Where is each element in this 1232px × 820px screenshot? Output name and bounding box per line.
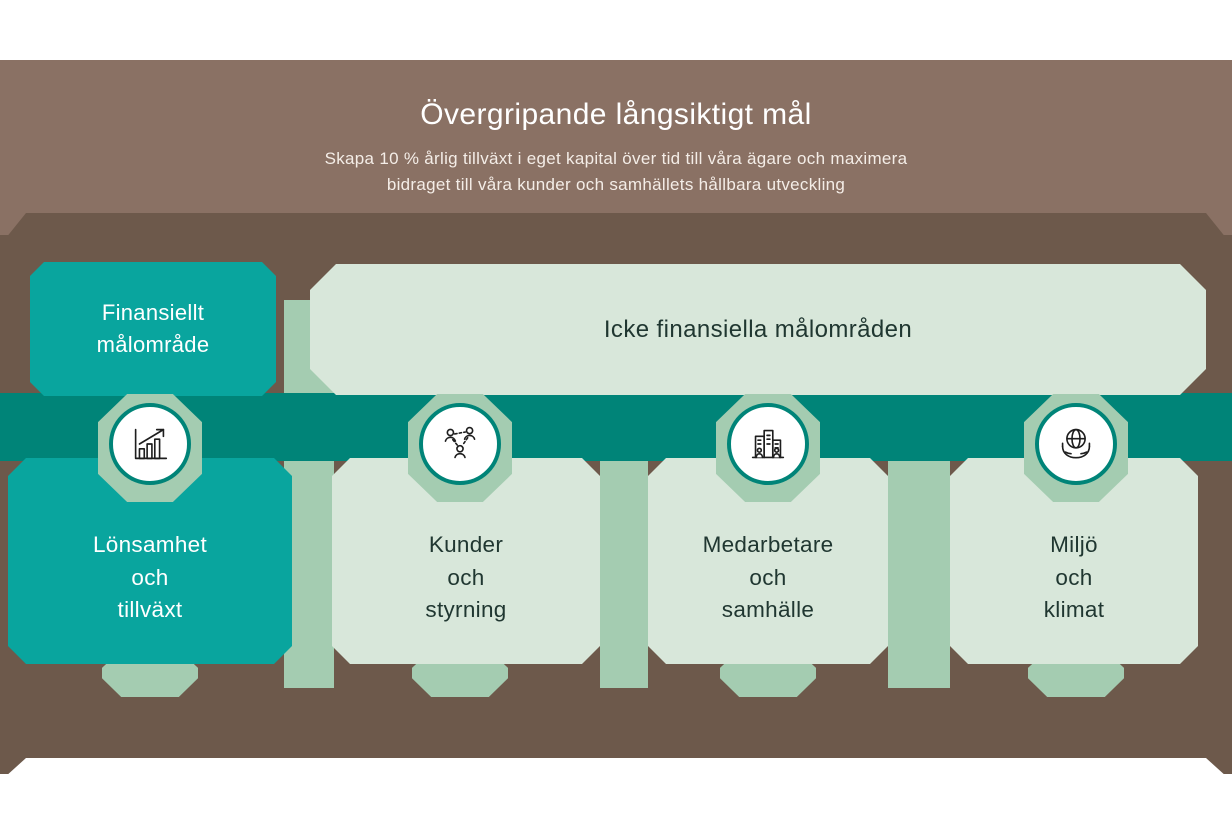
bar-chart-growth-icon xyxy=(134,428,168,460)
connector-strip-3 xyxy=(888,420,950,688)
connector-strip-2 xyxy=(600,420,648,688)
people-network-icon xyxy=(444,426,476,459)
card-title: Kunder och styrning xyxy=(425,532,507,623)
financial-section-label: Finansiellt målområde xyxy=(96,300,210,357)
page-subtitle: Skapa 10 % årlig tillväxt i eget kapital… xyxy=(324,149,908,195)
medallion-employees xyxy=(716,394,820,502)
card-title: Medarbetare och samhälle xyxy=(702,532,834,623)
medallion-environment xyxy=(1024,394,1128,502)
icon-circle xyxy=(727,403,809,485)
earth-in-hands-icon xyxy=(1061,428,1091,459)
icon-circle xyxy=(419,403,501,485)
buildings-community-icon xyxy=(751,429,785,459)
non-financial-section-label: Icke finansiella målområden xyxy=(603,315,913,343)
card-environment-climate: Miljö och klimat xyxy=(950,458,1198,664)
medallion-customers xyxy=(408,394,512,502)
non-financial-section-box: Icke finansiella målområden xyxy=(310,264,1206,395)
page-title: Övergripande långsiktigt mål xyxy=(420,98,812,131)
icon-circle xyxy=(109,403,191,485)
footer-wedge-right xyxy=(1206,758,1232,774)
header-band: Övergripande långsiktigt mål Skapa 10 % … xyxy=(0,60,1232,213)
medallion-financial xyxy=(98,394,202,502)
card-title: Miljö och klimat xyxy=(1043,532,1105,623)
icon-circle xyxy=(1035,403,1117,485)
financial-section-box: Finansiellt målområde xyxy=(30,262,276,396)
card-title: Lönsamhet och tillväxt xyxy=(92,532,208,623)
footer-wedge-left xyxy=(0,758,26,774)
